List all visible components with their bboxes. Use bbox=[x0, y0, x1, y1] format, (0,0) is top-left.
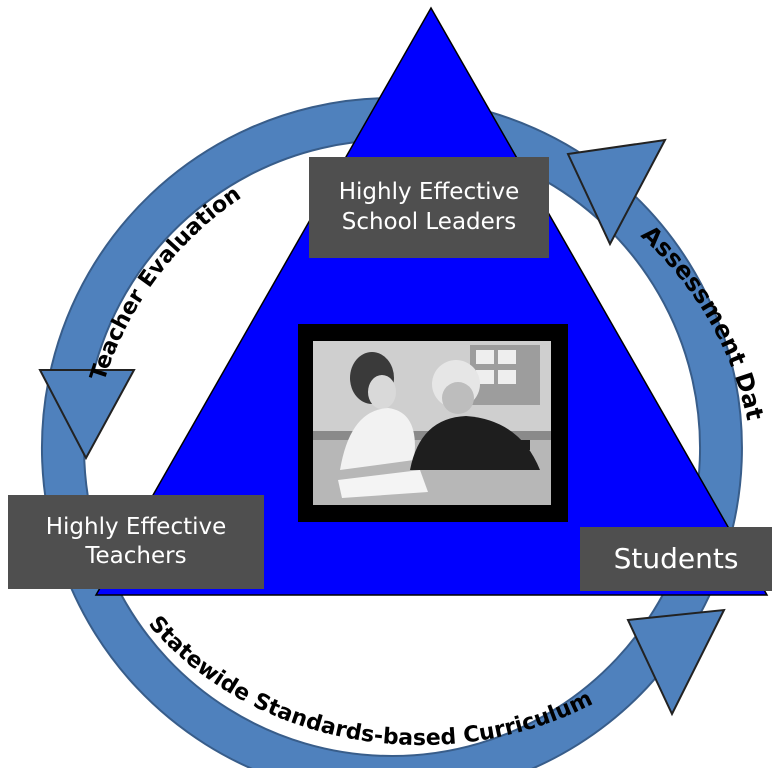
teachers-line-1: Highly Effective bbox=[45, 513, 227, 540]
students-label: Students bbox=[613, 542, 739, 576]
arrowhead-top-right bbox=[566, 138, 667, 247]
school-leaders-line-1: Highly Effective bbox=[338, 179, 520, 206]
arrowhead-left bbox=[38, 369, 136, 461]
leadership-triangle bbox=[94, 6, 769, 596]
school-leaders-line-2: School Leaders bbox=[341, 208, 517, 235]
cycle-ring bbox=[41, 97, 743, 768]
school-leaders-box: Highly Effective School Leaders bbox=[309, 157, 549, 258]
teachers-line-2: Teachers bbox=[85, 543, 187, 569]
ring-band bbox=[41, 97, 743, 768]
photo-icon bbox=[313, 341, 551, 505]
arrowhead-bottom-right bbox=[626, 608, 726, 717]
teachers-box: Highly Effective Teachers bbox=[8, 495, 264, 589]
students-box: Students bbox=[580, 527, 772, 591]
